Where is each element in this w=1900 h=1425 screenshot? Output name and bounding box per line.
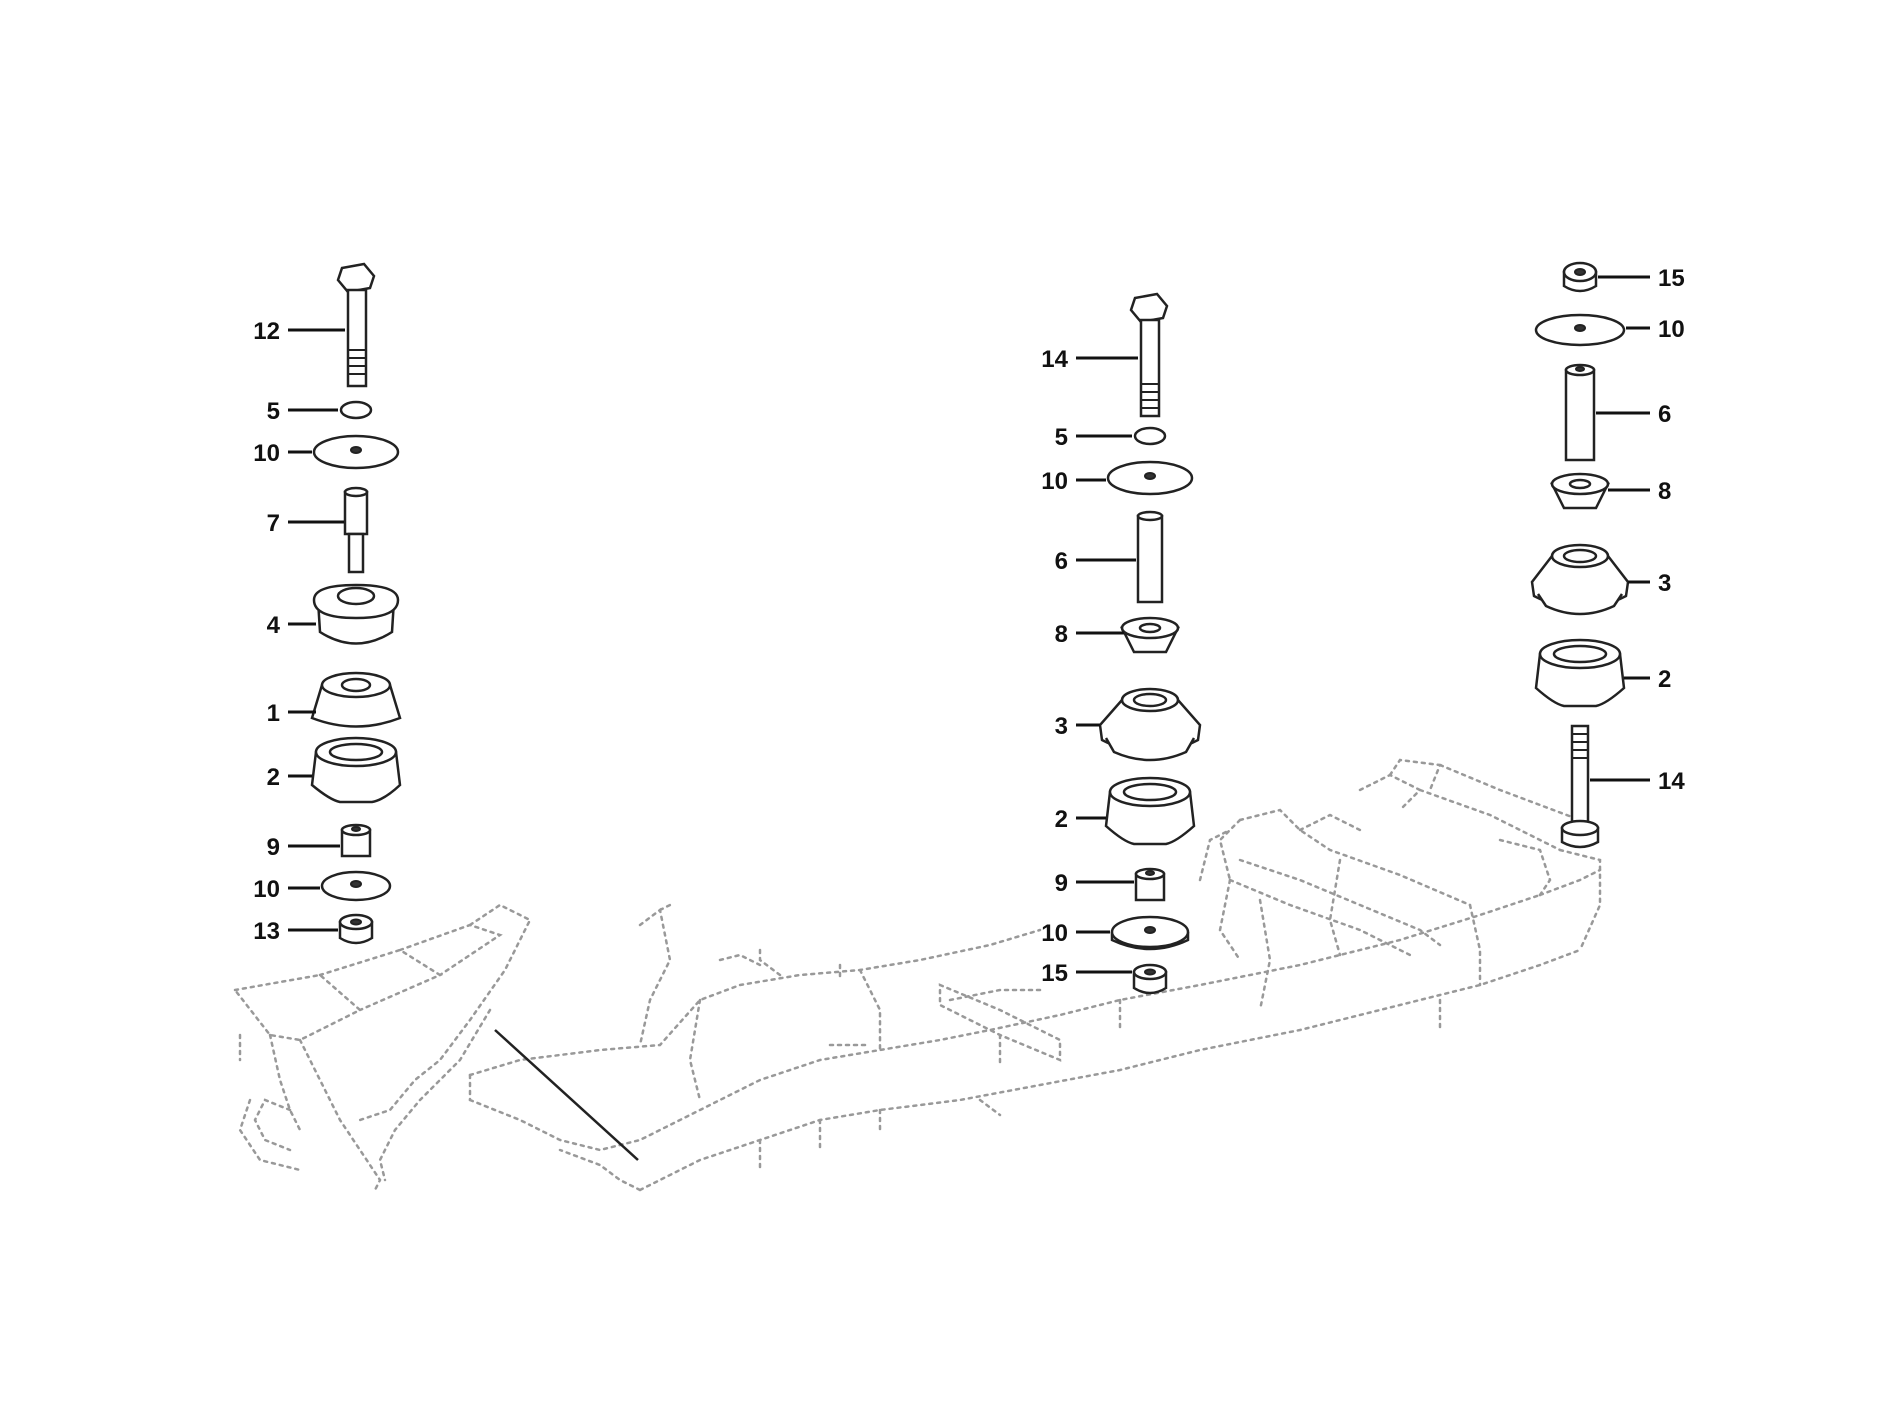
chassis-frame xyxy=(232,758,1602,1192)
bolt-14-middle xyxy=(1129,292,1169,418)
spacer-6-right xyxy=(1564,363,1596,462)
callout-washer-5-middle: 5 xyxy=(1055,424,1068,451)
cone-8-right xyxy=(1549,472,1611,510)
leader-lines xyxy=(288,275,1650,974)
cushion-1 xyxy=(310,671,402,728)
callout-plate-washer-10-lower-left: 10 xyxy=(253,876,280,903)
callout-plate-washer-10-right: 10 xyxy=(1658,316,1685,343)
plate-washer-10-right xyxy=(1534,313,1626,347)
callout-nut-15-right: 15 xyxy=(1658,265,1685,292)
callout-sleeve-9-left: 9 xyxy=(267,834,280,861)
bolt-14-right xyxy=(1560,724,1600,849)
callout-cone-8-right: 8 xyxy=(1658,478,1671,505)
callout-cone-8-middle: 8 xyxy=(1055,621,1068,648)
callout-plate-washer-10-lower-middle: 10 xyxy=(1041,920,1068,947)
left-mount-stack xyxy=(310,262,402,945)
nut-15-right xyxy=(1562,261,1598,293)
spacer-7 xyxy=(343,486,369,574)
cushion-3-middle xyxy=(1098,687,1202,762)
washer-5-middle xyxy=(1133,426,1167,446)
plate-washer-10-lower-middle xyxy=(1110,915,1190,951)
callout-washer-5: 5 xyxy=(267,398,280,425)
cushion-2-middle xyxy=(1104,776,1196,846)
callouts-left: 12 5 10 7 4 1 2 9 10 13 xyxy=(253,318,280,945)
callout-spacer-6-middle: 6 xyxy=(1055,548,1068,575)
plate-washer-10 xyxy=(312,434,400,470)
callouts-middle: 14 5 10 6 8 3 2 9 10 15 xyxy=(1041,346,1068,987)
cushion-2-right xyxy=(1534,638,1626,708)
callouts-right: 15 10 6 8 3 2 14 xyxy=(1658,265,1685,795)
callout-nut-13: 13 xyxy=(253,918,280,945)
callout-cushion-2-right: 2 xyxy=(1658,666,1671,693)
plate-washer-10-middle xyxy=(1106,460,1194,496)
middle-mount-stack xyxy=(1098,292,1202,995)
bushing-4 xyxy=(312,583,400,645)
callout-plate-washer-10-middle: 10 xyxy=(1041,468,1068,495)
plate-washer-10-lower-left xyxy=(320,870,392,902)
callout-cushion-2-middle: 2 xyxy=(1055,806,1068,833)
sleeve-9-middle xyxy=(1134,867,1166,902)
cone-8-middle xyxy=(1119,616,1181,654)
callout-bolt-12: 12 xyxy=(253,318,280,345)
callout-bolt-14-middle: 14 xyxy=(1041,346,1068,373)
spacer-6-middle xyxy=(1136,510,1164,604)
callout-cushion-3-middle: 3 xyxy=(1055,713,1068,740)
callout-spacer-6-right: 6 xyxy=(1658,401,1671,428)
callout-cushion-2-left: 2 xyxy=(267,764,280,791)
nut-15-middle xyxy=(1132,963,1168,995)
callout-nut-15-middle: 15 xyxy=(1041,960,1068,987)
bolt-12 xyxy=(336,262,376,388)
callout-cushion-1: 1 xyxy=(267,700,280,727)
callout-bolt-14-right: 14 xyxy=(1658,768,1685,795)
callout-plate-washer-10: 10 xyxy=(253,440,280,467)
callout-sleeve-9-middle: 9 xyxy=(1055,870,1068,897)
nut-13 xyxy=(338,913,374,945)
callout-bushing-4: 4 xyxy=(267,612,281,639)
callout-cushion-3-right: 3 xyxy=(1658,570,1671,597)
callout-spacer-7: 7 xyxy=(267,510,280,537)
sleeve-9-left xyxy=(340,823,372,858)
cushion-2-left xyxy=(310,736,402,804)
washer-5 xyxy=(339,400,373,420)
right-mount-stack xyxy=(1530,261,1630,849)
cushion-3-right xyxy=(1530,543,1630,616)
